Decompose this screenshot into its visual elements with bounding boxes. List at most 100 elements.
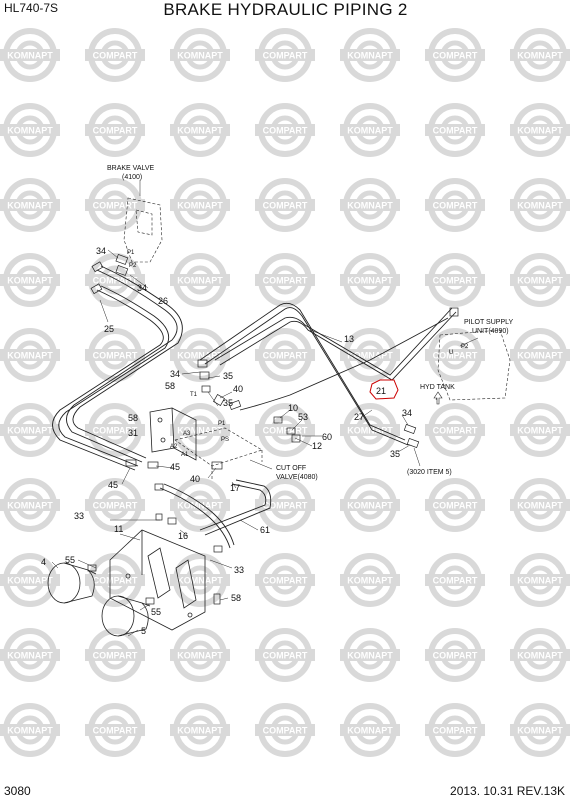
part-17: 17 <box>230 483 240 493</box>
watermark-mark: KOMNAPT <box>340 478 400 532</box>
watermark-mark: KOMNAPT <box>510 403 570 457</box>
watermark-text: COMPART <box>263 276 308 286</box>
part-35-c: 35 <box>390 449 400 459</box>
watermark-mark: KOMNAPT <box>510 178 570 232</box>
watermark-mark: COMPART <box>255 253 315 307</box>
accumulator-5 <box>101 595 151 637</box>
watermark-text: COMPART <box>93 201 138 211</box>
watermark-text: COMPART <box>93 276 138 286</box>
watermark-text: COMPART <box>263 576 308 586</box>
port-a2: A2 <box>170 444 178 450</box>
watermark-text: KOMNAPT <box>7 426 53 436</box>
callout-brake-valve-ref: (4100) <box>122 174 142 181</box>
part-40-a: 40 <box>233 384 243 394</box>
watermark-mark: KOMNAPT <box>340 628 400 682</box>
watermark-text: COMPART <box>263 726 308 736</box>
part-58-b: 58 <box>128 413 138 423</box>
watermark-mark: KOMNAPT <box>510 478 570 532</box>
part-16: 16 <box>178 531 188 541</box>
watermark-text: KOMNAPT <box>177 501 223 511</box>
callout-hyd-tank: HYD TANK <box>420 384 455 391</box>
watermark-text: COMPART <box>433 51 478 61</box>
watermark-text: COMPART <box>263 201 308 211</box>
watermark-mark: KOMNAPT <box>340 178 400 232</box>
watermark-mark: KOMNAPT <box>340 553 400 607</box>
watermark-text: KOMNAPT <box>517 201 563 211</box>
callout-brake-valve: BRAKE VALVE <box>107 165 155 172</box>
watermark-mark: COMPART <box>85 703 145 757</box>
watermark-mark: COMPART <box>255 28 315 82</box>
part-21: 21 <box>376 386 386 396</box>
callout-pilot-supply: PILOT SUPPLY <box>464 319 513 326</box>
watermark-text: KOMNAPT <box>517 351 563 361</box>
watermark-mark: COMPART <box>425 328 485 382</box>
watermark-text: COMPART <box>263 426 308 436</box>
watermark-mark: KOMNAPT <box>170 403 230 457</box>
watermark-mark: COMPART <box>425 703 485 757</box>
watermark-text: KOMNAPT <box>347 501 393 511</box>
mounting-bracket-11 <box>109 529 206 631</box>
callout-cut-off-ref: VALVE(4080) <box>276 474 318 481</box>
port-ps: PS <box>221 437 229 443</box>
watermark-mark: COMPART <box>255 178 315 232</box>
watermark-mark: COMPART <box>255 403 315 457</box>
watermark-mark: KOMNAPT <box>170 703 230 757</box>
hose-17-61 <box>159 479 272 549</box>
accumulator-4 <box>47 562 97 604</box>
watermark-text: KOMNAPT <box>517 51 563 61</box>
watermark-mark: KOMNAPT <box>510 28 570 82</box>
watermark-text: KOMNAPT <box>7 51 53 61</box>
watermark-text: COMPART <box>433 426 478 436</box>
watermark-mark: KOMNAPT <box>170 478 230 532</box>
watermark-mark: KOMNAPT <box>510 628 570 682</box>
watermark-mark: COMPART <box>425 253 485 307</box>
watermark-text: KOMNAPT <box>7 651 53 661</box>
part-45-b: 45 <box>108 480 118 490</box>
part-13: 13 <box>344 334 354 344</box>
watermark-text: COMPART <box>93 51 138 61</box>
watermark-text: KOMNAPT <box>517 126 563 136</box>
watermark-mark: KOMNAPT <box>170 553 230 607</box>
callout-cut-off: CUT OFF <box>276 465 306 472</box>
watermark-text: KOMNAPT <box>347 126 393 136</box>
watermark-text: COMPART <box>263 351 308 361</box>
part-11: 11 <box>114 524 123 534</box>
port-labels: P1 P2 T1 P1 A3 A2 A1 PS U P2 <box>127 250 469 458</box>
part-55-a: 55 <box>65 555 75 565</box>
part-numbers: 34 34 26 25 13 21 34 35 58 40 35 10 53 6… <box>41 246 412 636</box>
watermark-mark: KOMNAPT <box>510 328 570 382</box>
part-55-b: 55 <box>151 607 161 617</box>
watermark-text: COMPART <box>433 726 478 736</box>
part-35-a: 35 <box>223 371 233 381</box>
port-p1: P1 <box>127 250 135 256</box>
port-a1: A1 <box>181 452 189 458</box>
watermark-text: KOMNAPT <box>177 201 223 211</box>
watermark-mark: COMPART <box>425 103 485 157</box>
pilot-supply-unit-outline <box>437 329 511 401</box>
part-34-b: 34 <box>137 283 147 293</box>
part-12: 12 <box>312 441 322 451</box>
watermark-text: KOMNAPT <box>517 651 563 661</box>
watermark-mark: KOMNAPT <box>510 703 570 757</box>
watermark-text: KOMNAPT <box>347 276 393 286</box>
watermark-text: COMPART <box>263 51 308 61</box>
watermark-text: KOMNAPT <box>347 351 393 361</box>
watermark-text: KOMNAPT <box>517 576 563 586</box>
watermark-mark: KOMNAPT <box>340 403 400 457</box>
watermark-mark: COMPART <box>425 628 485 682</box>
watermark-text: KOMNAPT <box>177 426 223 436</box>
watermark-text: KOMNAPT <box>347 201 393 211</box>
watermark-mark: COMPART <box>85 478 145 532</box>
watermark-mark: COMPART <box>425 478 485 532</box>
watermark-text: COMPART <box>263 501 308 511</box>
part-61: 61 <box>260 525 270 535</box>
watermark-text: COMPART <box>433 126 478 136</box>
watermark-mark: KOMNAPT <box>510 103 570 157</box>
watermark-text: COMPART <box>263 126 308 136</box>
watermark-text: COMPART <box>263 651 308 661</box>
watermark-text: KOMNAPT <box>347 576 393 586</box>
brake-valve-outline <box>123 197 163 263</box>
bracket-31 <box>149 407 197 461</box>
